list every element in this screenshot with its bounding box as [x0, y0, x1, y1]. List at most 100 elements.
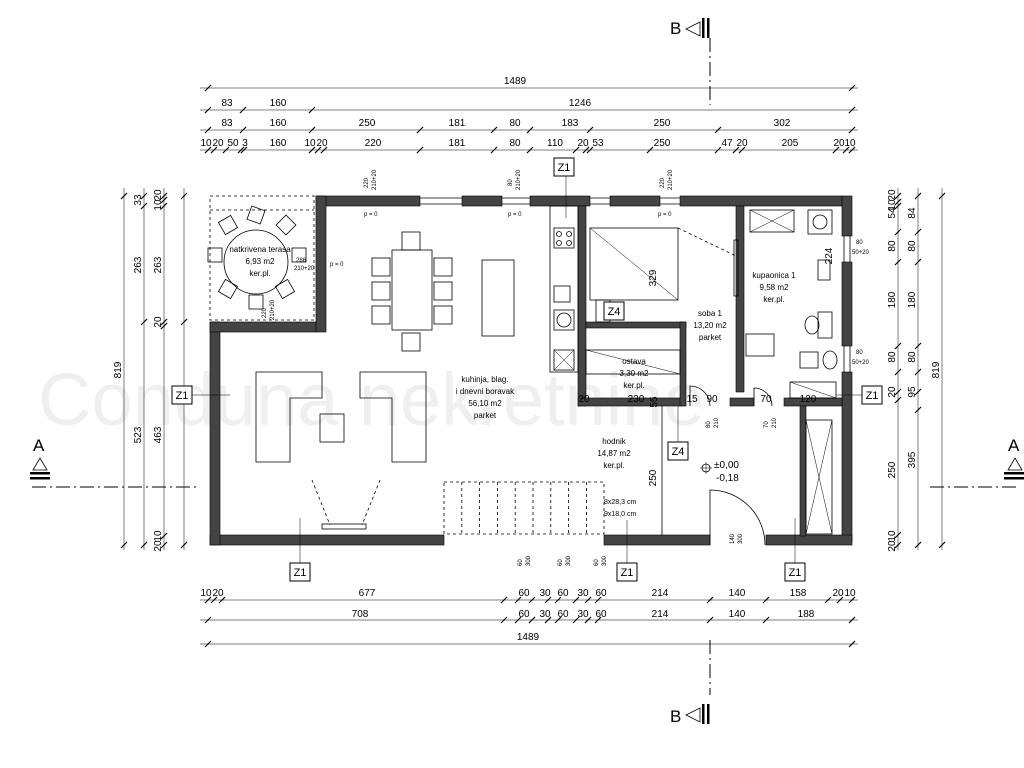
dim-label: 250 [654, 138, 671, 149]
dim-label: 33 [133, 194, 144, 206]
dim-tick [160, 202, 168, 210]
dim-label: 1489 [504, 76, 527, 87]
dim-tick [586, 126, 594, 134]
room-label-bathroom: kupaonica 1 9,58 m2 ker.pl. [752, 271, 796, 304]
dim-label: 158 [790, 588, 807, 599]
dim-label: 84 [907, 207, 918, 219]
room-area: 56,10 m2 [468, 399, 502, 408]
dim-tick [140, 202, 148, 210]
dim-label: 20 [832, 588, 844, 599]
sill-label: p = 0 [658, 212, 672, 218]
tv [311, 479, 381, 530]
level-value: ±0,00 [714, 460, 739, 471]
dim-label: 60 [518, 588, 530, 599]
opening-label: 286 [296, 258, 307, 264]
section-arrow-icon [685, 21, 701, 37]
dim-label: 80 [907, 351, 918, 363]
dim-tick [848, 596, 856, 604]
room-floor: ker.pl. [623, 381, 644, 390]
room-name: kuhinja, blag. [461, 375, 508, 384]
dim-label: 80 [907, 240, 918, 252]
dim-tick [204, 640, 212, 648]
level-marker: ±0,00 -0,18 [700, 460, 739, 484]
stair-label: 9x18,0 cm [604, 511, 636, 518]
room-name: soba 1 [698, 309, 723, 318]
dim-tick [180, 192, 188, 200]
room-floor: ker.pl. [763, 295, 784, 304]
dim-label: 80 [509, 118, 521, 129]
opening-label: 80 [856, 350, 863, 356]
dim-label: 80 [887, 240, 898, 252]
dim-tick [140, 192, 148, 200]
dim-label: 80 [887, 351, 898, 363]
kitchen-counter [549, 205, 579, 373]
dim-label: 140 [729, 588, 746, 599]
dim-tick [894, 258, 902, 266]
dim-tick [308, 146, 316, 154]
dim-label: 70 [760, 394, 772, 405]
dim-label: 60 [557, 588, 569, 599]
section-arrow-icon [1007, 457, 1023, 471]
dim-label: 677 [359, 588, 376, 599]
dim-label: 110 [547, 138, 563, 149]
dim-tick [308, 106, 316, 114]
dim-tick [514, 616, 522, 624]
dim-tick [204, 616, 212, 624]
dim-label: 54 [887, 207, 898, 219]
dim-label: 10 [844, 588, 856, 599]
dim-tick [320, 146, 328, 154]
dim-tick [554, 616, 562, 624]
room-area: 13,20 m2 [693, 321, 727, 330]
section-bar-icon [707, 704, 710, 724]
z-tag-label: Z1 [621, 567, 634, 579]
dim-tick [894, 342, 902, 350]
dim-tick [204, 146, 212, 154]
room-name: i dnevni boravak [456, 387, 515, 396]
section-marker-a-left: A [30, 436, 50, 480]
dim-tick [894, 198, 902, 206]
dim-label: 329 [648, 269, 659, 286]
opening-label: 210+20 [516, 169, 522, 190]
room-name: hodnik [602, 437, 627, 446]
dim-label: 10 [153, 199, 164, 211]
dim-tick [714, 146, 722, 154]
dim-tick [416, 146, 424, 154]
dim-label: 10 [200, 588, 212, 599]
dimensions-top: 1489 83 160 1246 83 160 250 181 80 183 2… [200, 76, 858, 154]
dim-tick [848, 616, 856, 624]
dim-tick [544, 616, 552, 624]
inner-dimensions: 329 224 230 90 70 120 20 15 55 250 [578, 247, 835, 486]
opening-label: 210+20 [668, 169, 674, 190]
dim-label: 120 [800, 394, 817, 405]
dim-tick [848, 106, 856, 114]
dim-tick [218, 596, 226, 604]
dim-label: 20 [887, 540, 898, 552]
dim-label: 20 [736, 138, 748, 149]
kitchen-island [481, 259, 515, 337]
opening-label: 210 [772, 417, 778, 428]
opening-label: 60 [594, 559, 600, 566]
opening-label: 300 [526, 555, 532, 566]
dim-label: 20 [578, 394, 590, 405]
wardrobe [585, 349, 681, 375]
dim-tick [239, 126, 247, 134]
section-arrow-icon [685, 707, 701, 723]
dim-label: 80 [509, 138, 521, 149]
dim-tick [308, 126, 316, 134]
section-marker-a-right: A [1004, 436, 1024, 480]
opening-label: 210+20 [372, 169, 378, 190]
stair-label: 8x28,3 cm [604, 499, 636, 506]
dim-tick [646, 146, 654, 154]
dim-label: 463 [153, 426, 164, 443]
section-bar-icon [30, 477, 50, 480]
z-tag-box [784, 562, 806, 582]
dim-tick [848, 126, 856, 134]
exterior-walls [209, 195, 853, 546]
dim-tick [706, 596, 714, 604]
dim-label: 10 [200, 138, 212, 149]
dim-tick [180, 541, 188, 549]
dim-tick [914, 342, 922, 350]
dim-tick [554, 596, 562, 604]
z-tag-box [289, 562, 311, 582]
